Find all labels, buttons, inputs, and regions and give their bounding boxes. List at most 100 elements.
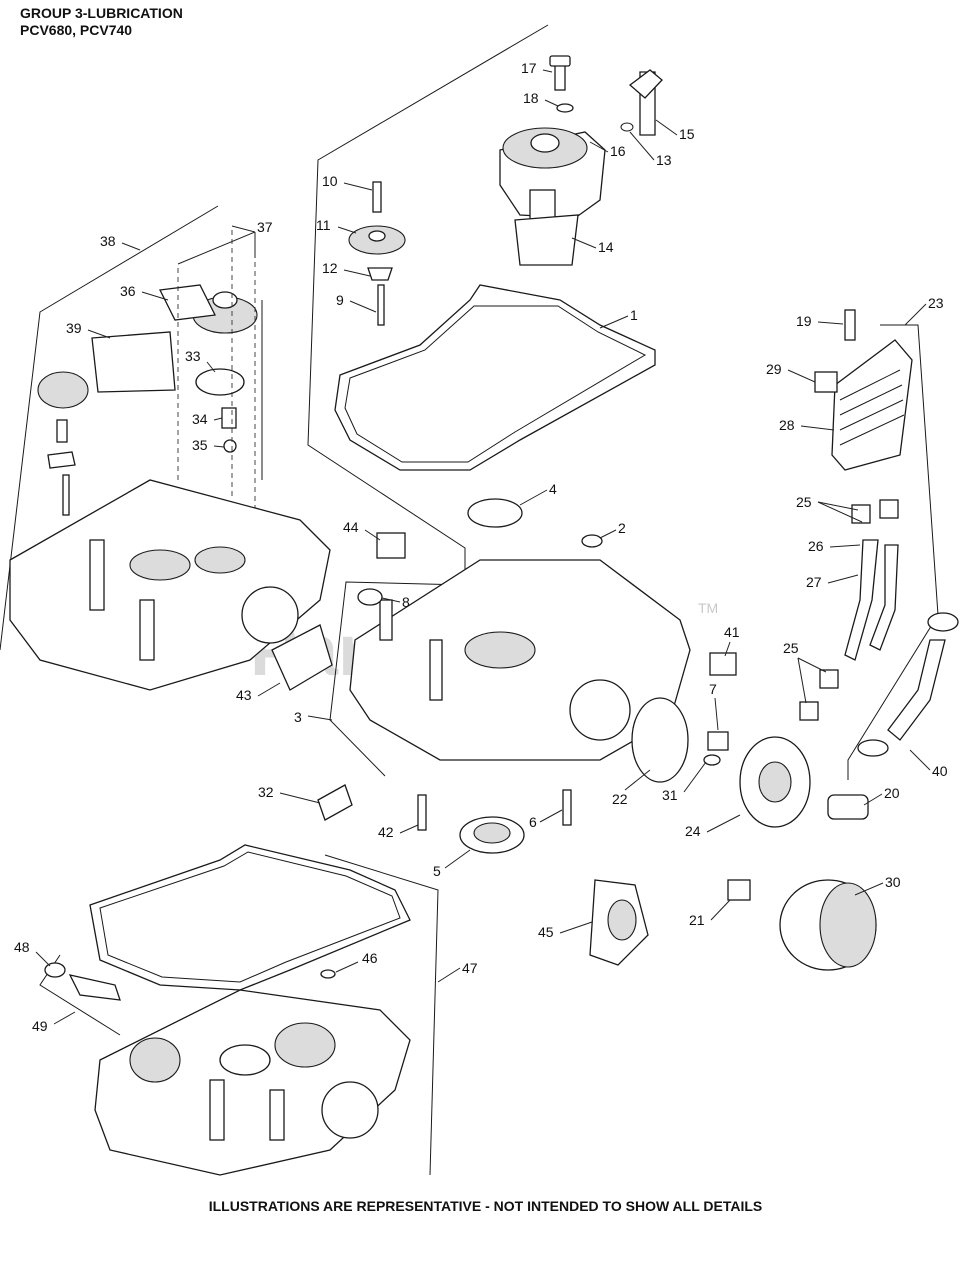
svg-text:47: 47 bbox=[462, 960, 478, 976]
misc-center-parts bbox=[317, 784, 649, 966]
svg-text:21: 21 bbox=[689, 912, 705, 928]
callout-40: 40 bbox=[909, 749, 948, 779]
svg-text:33: 33 bbox=[185, 348, 201, 364]
group-box-center bbox=[307, 24, 549, 777]
oil-pump-assembly bbox=[499, 55, 663, 266]
svg-text:14: 14 bbox=[598, 239, 614, 255]
callout-23: 23 bbox=[904, 295, 944, 326]
disclaimer-footer: ILLUSTRATIONS ARE REPRESENTATIVE - NOT I… bbox=[208, 1198, 763, 1214]
svg-text:24: 24 bbox=[685, 823, 701, 839]
callout-39: 39 bbox=[66, 320, 111, 339]
callout-15: 15 bbox=[655, 119, 695, 142]
callout-4: 4 bbox=[519, 481, 557, 506]
svg-text:44: 44 bbox=[343, 519, 359, 535]
svg-text:15: 15 bbox=[679, 126, 695, 142]
diagram-title: GROUP 3-LUBRICATION PCV680, PCV740 bbox=[20, 5, 183, 39]
svg-text:41: 41 bbox=[724, 624, 740, 640]
callout-45: 45 bbox=[538, 921, 593, 940]
svg-text:25: 25 bbox=[783, 640, 799, 656]
callout-37: 37 bbox=[177, 219, 273, 265]
diagram-title-line2: PCV680, PCV740 bbox=[20, 22, 133, 38]
callout-28: 28 bbox=[779, 417, 835, 433]
callout-31: 31 bbox=[662, 761, 707, 803]
svg-text:3: 3 bbox=[294, 709, 302, 725]
svg-text:32: 32 bbox=[258, 784, 274, 800]
svg-text:1: 1 bbox=[630, 307, 638, 323]
oil-pan-gasket-bottom bbox=[89, 844, 411, 991]
svg-text:8: 8 bbox=[402, 594, 410, 610]
svg-text:38: 38 bbox=[100, 233, 116, 249]
callout-48: 48 bbox=[14, 939, 51, 967]
o-ring-46 bbox=[320, 969, 336, 979]
svg-text:42: 42 bbox=[378, 824, 394, 840]
svg-text:27: 27 bbox=[806, 574, 822, 590]
callout-16: 16 bbox=[589, 141, 626, 159]
svg-text:18: 18 bbox=[523, 90, 539, 106]
callout-11: 11 bbox=[316, 217, 357, 234]
svg-text:26: 26 bbox=[808, 538, 824, 554]
callout-8: 8 bbox=[381, 594, 410, 610]
svg-text:45: 45 bbox=[538, 924, 554, 940]
callout-41: 41 bbox=[724, 624, 740, 657]
callout-3: 3 bbox=[294, 709, 333, 725]
left-pump-assembly bbox=[37, 230, 258, 520]
svg-text:13: 13 bbox=[656, 152, 672, 168]
callout-5: 5 bbox=[433, 849, 471, 879]
callout-35: 35 bbox=[192, 437, 225, 453]
svg-text:30: 30 bbox=[885, 874, 901, 890]
svg-text:5: 5 bbox=[433, 863, 441, 879]
svg-text:40: 40 bbox=[932, 763, 948, 779]
callout-20: 20 bbox=[863, 785, 900, 806]
callout-14: 14 bbox=[571, 237, 614, 255]
callout-27: 27 bbox=[806, 574, 859, 590]
seal-ring-4 bbox=[467, 498, 523, 528]
svg-text:10: 10 bbox=[322, 173, 338, 189]
svg-text:37: 37 bbox=[257, 219, 273, 235]
callout-34: 34 bbox=[192, 411, 223, 427]
group-box-left bbox=[0, 205, 263, 651]
oil-cooler-assembly bbox=[631, 309, 959, 971]
svg-text:28: 28 bbox=[779, 417, 795, 433]
svg-text:4: 4 bbox=[549, 481, 557, 497]
oil-pan-bottom bbox=[94, 989, 411, 1176]
callout-13: 13 bbox=[629, 131, 672, 168]
svg-text:36: 36 bbox=[120, 283, 136, 299]
callout-33: 33 bbox=[185, 348, 216, 373]
svg-text:31: 31 bbox=[662, 787, 678, 803]
callout-49: 49 bbox=[32, 1011, 76, 1034]
o-ring-2 bbox=[581, 534, 603, 548]
oil-pan-gasket-center bbox=[334, 284, 656, 471]
callout-2: 2 bbox=[599, 520, 626, 539]
callout-36: 36 bbox=[120, 283, 169, 301]
callout-32: 32 bbox=[258, 784, 321, 804]
callout-6: 6 bbox=[529, 809, 563, 830]
center-gear-pin bbox=[348, 181, 406, 326]
diagram-title-line1: GROUP 3-LUBRICATION bbox=[20, 5, 183, 21]
callout-18: 18 bbox=[523, 90, 559, 107]
svg-text:2: 2 bbox=[618, 520, 626, 536]
svg-text:22: 22 bbox=[612, 791, 628, 807]
callout-21: 21 bbox=[689, 899, 731, 928]
callout-47: 47 bbox=[437, 960, 478, 983]
callout-24: 24 bbox=[685, 814, 741, 839]
callout-1: 1 bbox=[599, 307, 638, 329]
callout-26: 26 bbox=[808, 538, 861, 554]
svg-text:34: 34 bbox=[192, 411, 208, 427]
watermark-trademark: TM bbox=[698, 600, 718, 616]
oil-pan-left bbox=[9, 479, 333, 691]
callout-7: 7 bbox=[709, 681, 719, 731]
svg-text:35: 35 bbox=[192, 437, 208, 453]
callout-46: 46 bbox=[335, 950, 378, 973]
svg-text:9: 9 bbox=[336, 292, 344, 308]
svg-text:23: 23 bbox=[928, 295, 944, 311]
svg-text:43: 43 bbox=[236, 687, 252, 703]
callout-10: 10 bbox=[322, 173, 373, 191]
svg-text:6: 6 bbox=[529, 814, 537, 830]
svg-text:46: 46 bbox=[362, 950, 378, 966]
svg-text:17: 17 bbox=[521, 60, 537, 76]
callout-19: 19 bbox=[796, 313, 844, 329]
sensor-48-49 bbox=[44, 962, 121, 1001]
callout-29: 29 bbox=[766, 361, 816, 383]
callout-42: 42 bbox=[378, 824, 419, 840]
callout-12: 12 bbox=[322, 260, 371, 277]
